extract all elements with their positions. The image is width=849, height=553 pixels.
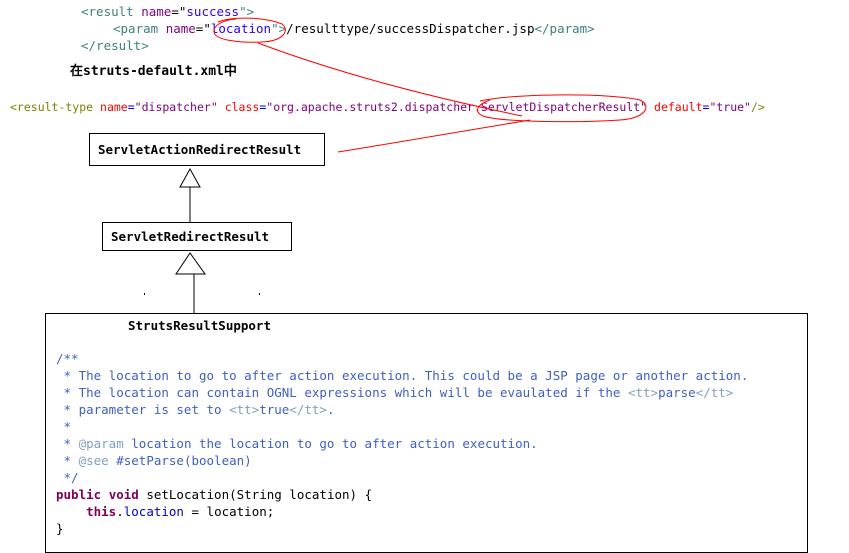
- rt-open: <result-type: [10, 100, 94, 114]
- javadoc-close: */: [56, 470, 79, 485]
- rt-class-suffix: ": [640, 100, 648, 114]
- annotation-link-location: [257, 42, 523, 117]
- annotation-link-dispatcher-result: [337, 119, 531, 153]
- inheritance-arrow-middle: [175, 252, 206, 275]
- xml-param-end: </param>: [534, 21, 595, 36]
- result-type-line: <result-type name="dispatcher" class="or…: [10, 100, 765, 114]
- javadoc-line-1: * The location to go to after action exe…: [56, 368, 749, 383]
- stray-mark: [144, 293, 145, 295]
- javadoc-block: /** * The location to go to after action…: [56, 350, 748, 537]
- rt-default-value: "true": [709, 100, 751, 114]
- xml-result-open: <result: [81, 4, 134, 19]
- xml-param-name-value: location: [210, 21, 272, 36]
- inheritance-arrow-top: [179, 167, 201, 188]
- xml-param-open: <param: [113, 21, 159, 36]
- annotation-circle-dispatcher-result: [477, 94, 647, 123]
- xml-param-content: /resulttype/successDispatcher.jsp: [286, 21, 535, 36]
- method-signature: setLocation(String location) {: [138, 487, 373, 502]
- diagram-overlay: [144, 17, 647, 313]
- method-dot: .: [116, 504, 124, 519]
- javadoc-line-3: * parameter is set to: [56, 402, 230, 417]
- javadoc-line-5: *: [56, 436, 79, 451]
- javadoc-tt-open: <tt>: [627, 385, 659, 400]
- xml-result-name-attr: name: [141, 4, 172, 19]
- javadoc-param-text: location the location to go to after act…: [123, 436, 538, 451]
- rt-class-highlight: ServletDispatcherResult: [480, 100, 641, 114]
- rt-class-attr: class: [224, 100, 260, 114]
- xml-result-end: </result>: [81, 38, 149, 53]
- xml-eq: =": [195, 21, 211, 36]
- javadoc-param-tag: @param: [78, 436, 124, 451]
- javadoc-tt-close: </tt>: [695, 385, 734, 400]
- javadoc-tt-close: </tt>: [289, 402, 327, 417]
- uml-class-label: ServletRedirectResult: [111, 229, 270, 244]
- javadoc-line-2: * The location can contain OGNL expressi…: [56, 385, 628, 400]
- javadoc-see-tag: @see: [78, 453, 109, 468]
- xml-result-line: <result name="success">: [81, 3, 254, 20]
- xml-param-name-attr: name: [165, 21, 196, 36]
- uml-class-label: StrutsResultSupport: [128, 318, 271, 333]
- method-field: location: [123, 504, 184, 519]
- javadoc-open: /**: [56, 351, 79, 366]
- xml-result-end-line: </result>: [81, 37, 149, 54]
- javadoc-parse-word: parse: [658, 385, 696, 400]
- annotation-circle-location: [213, 17, 286, 43]
- rt-name-attr: name: [100, 100, 128, 114]
- xml-result-name-value: success: [186, 4, 240, 19]
- uml-class-label: ServletActionRedirectResult: [98, 142, 302, 157]
- xml-param-line: <param name="location">/resulttype/succe…: [113, 20, 595, 37]
- uml-class-servlet-action-redirect-result: ServletActionRedirectResult: [89, 133, 325, 166]
- uml-class-servlet-redirect-result: ServletRedirectResult: [102, 222, 292, 251]
- javadoc-see-text: #setParse(boolean): [108, 453, 252, 468]
- kw-this: this: [86, 504, 117, 519]
- javadoc-line-6: *: [56, 453, 79, 468]
- javadoc-line-4: *: [56, 419, 72, 434]
- rt-default-attr: default: [654, 100, 703, 114]
- xml-eq: =": [171, 4, 187, 19]
- javadoc-true-word: true: [259, 402, 290, 417]
- kw-void: void: [108, 487, 139, 502]
- rt-close: />: [750, 100, 765, 114]
- rt-name-value: "dispatcher": [134, 100, 218, 114]
- uml-class-struts-result-support: StrutsResultSupport /** * The location t…: [45, 313, 808, 553]
- rt-class-prefix: "org.apache.struts2.dispatcher.: [266, 100, 481, 114]
- method-assign: = location;: [183, 504, 275, 519]
- stray-mark: [259, 293, 260, 295]
- method-close-brace: }: [56, 521, 64, 536]
- javadoc-tt-open: <tt>: [229, 402, 260, 417]
- section-heading: 在struts-default.xml中: [70, 64, 237, 79]
- javadoc-period: .: [326, 402, 335, 417]
- xml-result-close: ">: [239, 4, 255, 19]
- kw-public: public: [56, 487, 102, 502]
